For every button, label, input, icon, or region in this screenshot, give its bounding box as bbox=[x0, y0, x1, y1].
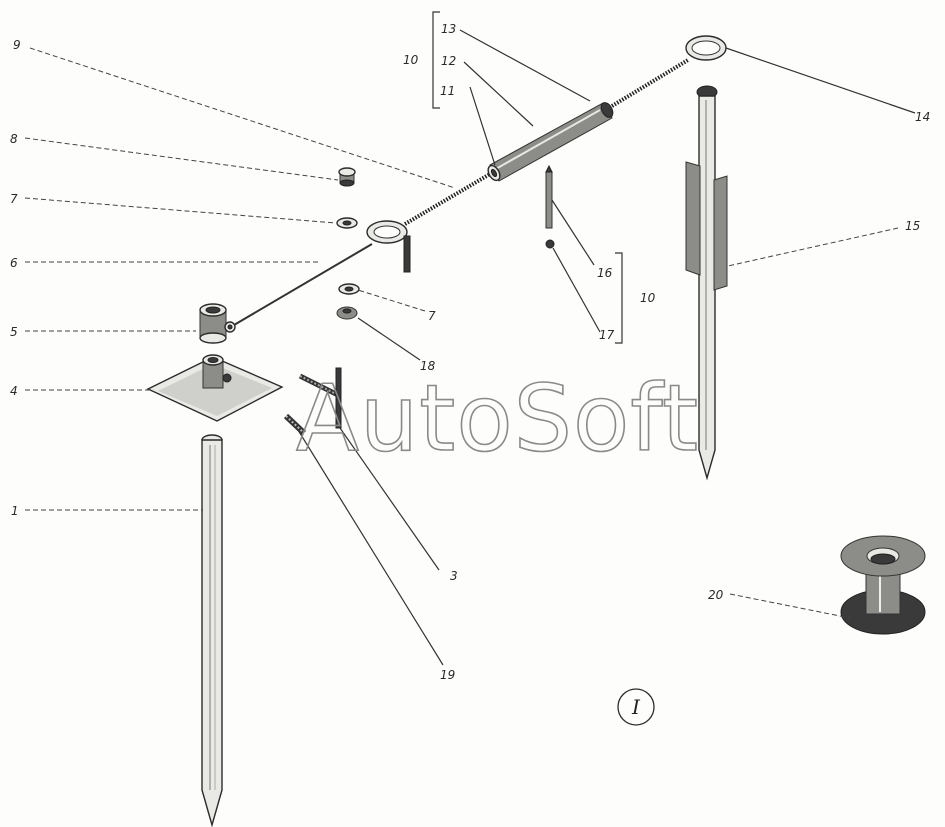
leader-lines bbox=[24, 29, 916, 666]
part-8-cap bbox=[338, 167, 356, 187]
callout-16: 16 bbox=[597, 266, 613, 280]
part-7-washer-upper bbox=[336, 217, 358, 229]
callout-7-upper: 7 bbox=[10, 192, 18, 206]
part-3-t-bolt bbox=[298, 367, 342, 429]
bracket-10-lower bbox=[615, 252, 623, 344]
callout-20: 20 bbox=[708, 588, 724, 602]
part-18-nut bbox=[336, 306, 358, 320]
callout-15: 15 bbox=[905, 219, 920, 233]
callout-14: 14 bbox=[915, 110, 930, 124]
callout-12: 12 bbox=[441, 54, 456, 68]
part-4-base-plate bbox=[146, 354, 284, 422]
part-15-marker-stake bbox=[685, 85, 728, 481]
callout-5: 5 bbox=[10, 325, 18, 339]
part-1-ground-stake bbox=[201, 434, 223, 827]
callout-6: 6 bbox=[10, 256, 18, 270]
part-16-pin bbox=[545, 164, 553, 229]
top-right-ring bbox=[685, 35, 727, 61]
bracket-10-upper bbox=[432, 11, 440, 109]
upper-spring bbox=[610, 58, 690, 108]
callout-9: 9 bbox=[13, 38, 21, 52]
part-11-13-tube-assembly bbox=[487, 102, 614, 182]
part-7-washer-lower bbox=[338, 283, 360, 295]
callout-10-upper: 10 bbox=[403, 53, 419, 67]
callout-4: 4 bbox=[10, 384, 18, 398]
part-19-bolt bbox=[283, 413, 307, 436]
view-marker-label: I bbox=[631, 695, 641, 719]
callout-10-lower: 10 bbox=[640, 291, 656, 305]
callout-11: 11 bbox=[440, 84, 455, 98]
part-17-ball bbox=[545, 239, 555, 249]
part-9-spring bbox=[403, 172, 492, 226]
center-ring bbox=[366, 220, 411, 273]
callout-13: 13 bbox=[441, 22, 456, 36]
callout-3: 3 bbox=[450, 569, 458, 583]
watermark-logo: AutoSoft bbox=[296, 365, 699, 472]
part-5-clamp-sleeve bbox=[199, 303, 236, 344]
callout-7-lower: 7 bbox=[428, 309, 436, 323]
callout-17: 17 bbox=[599, 328, 615, 342]
callout-8: 8 bbox=[10, 132, 18, 146]
view-marker: I bbox=[617, 688, 655, 726]
part-6-rod bbox=[233, 243, 373, 326]
callout-18: 18 bbox=[420, 359, 436, 373]
part-20-spool bbox=[840, 535, 926, 635]
callout-1: 1 bbox=[11, 504, 19, 518]
callout-19: 19 bbox=[440, 668, 455, 682]
